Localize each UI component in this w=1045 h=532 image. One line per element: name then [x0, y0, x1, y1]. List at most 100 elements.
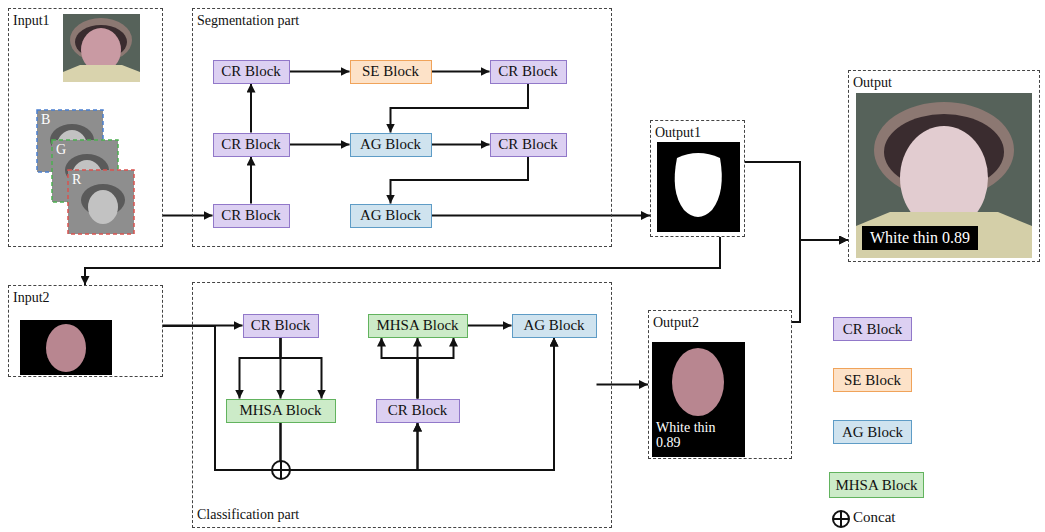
output2-image: [652, 342, 745, 457]
arrow-connector: [391, 157, 529, 204]
input-photo: [63, 14, 140, 82]
output-photo: [856, 93, 1032, 258]
connector-line: [432, 215, 651, 217]
ag-block: AG Block: [512, 314, 597, 338]
connector-line: [391, 157, 529, 204]
arrow-connector: [240, 338, 322, 399]
panel-title: Output1: [655, 125, 701, 141]
legend-swatch: AG Block: [833, 420, 912, 444]
block-label: AG Block: [360, 136, 421, 153]
input-panel: Input1: [8, 8, 163, 247]
arrow-connector: [597, 384, 649, 385]
block-label: CR Block: [221, 136, 281, 153]
legend-swatch: SE Block: [833, 368, 912, 392]
arrow-connector: [163, 215, 213, 216]
block-label: CR Block: [221, 63, 281, 80]
block-label: SE Block: [362, 63, 419, 80]
legend-text: SE Block: [844, 372, 901, 389]
connector-line: [281, 338, 322, 399]
legend-text: Concat: [853, 509, 896, 526]
arrow-connector: [290, 144, 350, 145]
cr-block: CR Block: [376, 399, 460, 423]
mask-image: [657, 142, 740, 232]
panel-title: Output: [853, 75, 892, 91]
block-label: CR Block: [498, 136, 558, 153]
cr-block: CR Block: [243, 314, 319, 338]
legend-concat-symbol: [833, 511, 849, 527]
mhsa-block: MHSA Block: [368, 314, 468, 338]
mhsa-block: MHSA Block: [226, 399, 336, 423]
classification-panel: Classification partCR BlockMHSA BlockAG …: [192, 282, 612, 528]
legend-text: AG Block: [842, 424, 903, 441]
panel-title: Segmentation part: [197, 13, 299, 29]
connector-line: [597, 384, 649, 386]
connector-line: [163, 215, 213, 217]
arrow-connector: [85, 237, 720, 285]
ag-block: AG Block: [350, 204, 432, 228]
block-label: AG Block: [360, 207, 421, 224]
arrow-connector: [251, 157, 252, 204]
block-label: CR Block: [388, 402, 448, 419]
input2-panel: Input2: [8, 285, 163, 377]
cr-block: CR Block: [490, 60, 567, 84]
block-label: MHSA Block: [239, 402, 321, 419]
connector-line: [281, 423, 418, 471]
arrow-connector: [432, 71, 490, 72]
channel-label: R: [72, 172, 81, 188]
connector-line: [240, 338, 281, 399]
channel-label: G: [56, 142, 66, 158]
arrow-connector: [290, 71, 350, 72]
input2-image: [20, 320, 112, 375]
legend-text: CR Block: [843, 321, 903, 338]
se-block: SE Block: [350, 60, 432, 84]
channel-label: B: [41, 112, 50, 128]
panel-title: Output2: [653, 315, 699, 331]
cr-block: CR Block: [213, 204, 290, 228]
bgr-channels: [37, 110, 134, 234]
connector-line: [163, 326, 554, 470]
connector-line: [250, 157, 252, 204]
panel-title: Classification part: [197, 507, 299, 523]
concat-symbol: [272, 461, 290, 479]
cr-block: CR Block: [213, 133, 290, 157]
connector-line: [85, 237, 720, 285]
arrow-connector: [391, 84, 529, 133]
prediction-label: White thin 0.89: [862, 226, 978, 250]
connector-line: [382, 338, 418, 399]
connector-line: [290, 71, 350, 73]
connector-line: [391, 84, 529, 133]
prediction-label: White thin 0.89: [656, 420, 742, 451]
output1-panel: Output1: [650, 120, 745, 237]
cr-block: CR Block: [490, 133, 567, 157]
block-label: MHSA Block: [376, 317, 458, 334]
block-label: CR Block: [498, 63, 558, 80]
connector-line: [468, 325, 512, 327]
ag-block: AG Block: [350, 133, 432, 157]
arrow-connector: [382, 338, 454, 399]
connector-line: [418, 338, 454, 399]
legend-swatch: MHSA Block: [829, 472, 924, 498]
arrow-connector: [432, 215, 651, 216]
panel-title: Input2: [13, 290, 50, 306]
panel-title: Input1: [13, 13, 50, 29]
arrow-connector: [745, 162, 848, 240]
connector-line: [432, 71, 490, 73]
connector-line: [290, 144, 350, 146]
connector-line: [432, 144, 490, 146]
arrow-connector: [792, 240, 848, 322]
arrow-connector: [251, 84, 252, 133]
cr-block: CR Block: [213, 60, 290, 84]
legend-swatch: CR Block: [833, 317, 912, 341]
block-label: CR Block: [251, 317, 311, 334]
connector-line: [250, 84, 252, 133]
arrow-connector: [468, 325, 512, 326]
segmentation-panel: Segmentation part CR Block SE Block CR Bloc…: [192, 8, 612, 247]
block-label: CR Block: [221, 207, 281, 224]
arrow-connector: [432, 144, 490, 145]
legend-text: MHSA Block: [835, 477, 917, 494]
block-label: AG Block: [523, 317, 584, 334]
arrow-connector: [281, 423, 418, 471]
connector-line: [792, 240, 848, 322]
connector-line: [745, 162, 848, 240]
arrow-connector: [163, 326, 554, 470]
